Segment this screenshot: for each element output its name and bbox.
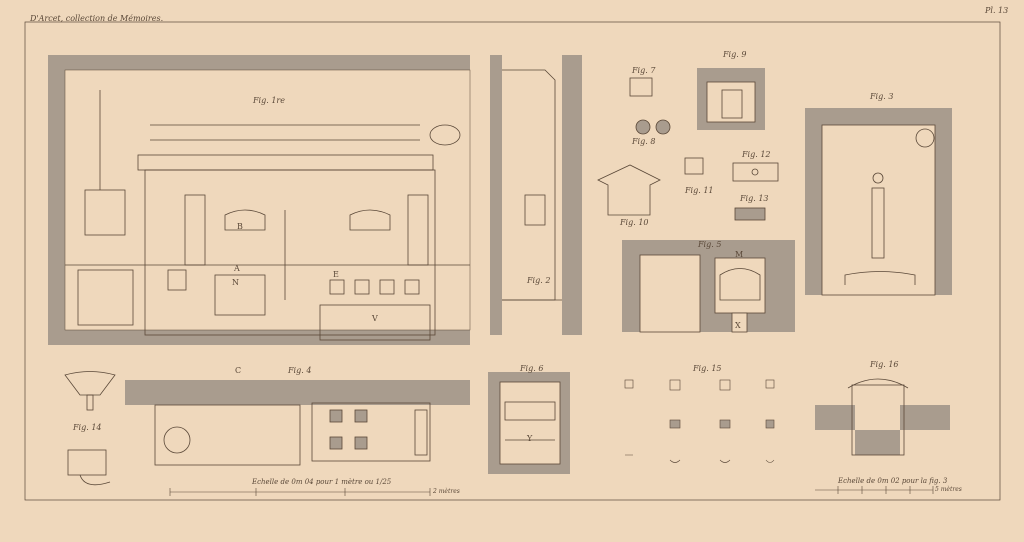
scale-right-end: 5 mètres	[935, 486, 962, 493]
fig-14	[64, 371, 116, 486]
fig-9-label: Fig. 9	[723, 50, 747, 59]
fig-16-label: Fig. 16	[870, 360, 899, 369]
label-N: N	[232, 278, 239, 287]
fig-8	[655, 119, 671, 135]
fig-9	[697, 68, 765, 130]
fig-2-section	[490, 55, 582, 335]
fig-12	[732, 162, 779, 182]
scale-right-caption: Echelle de 0m 02 pour la fig. 3	[838, 477, 948, 485]
plate-frame	[24, 21, 1001, 501]
label-E: E	[333, 270, 339, 279]
fig-15-label: Fig. 15	[693, 364, 722, 373]
fig-6-label: Fig. 6	[520, 364, 544, 373]
scale-bar-left	[169, 488, 431, 496]
fig-1-label: Fig. 1re	[253, 96, 285, 105]
fig-10	[597, 164, 661, 216]
fig-3-label: Fig. 3	[870, 92, 894, 101]
fig-13	[734, 207, 766, 221]
fig-6	[488, 372, 570, 474]
fig-4-plan	[125, 380, 470, 466]
fig-10-label: Fig. 10	[620, 218, 649, 227]
label-B: B	[237, 222, 243, 231]
fig-7	[629, 77, 653, 97]
fig-3-plan	[805, 108, 952, 296]
label-V: V	[372, 314, 378, 323]
fig-11-label: Fig. 11	[685, 186, 714, 195]
fig-4-label: Fig. 4	[288, 366, 312, 375]
fig-5-label: Fig. 5	[698, 240, 722, 249]
scale-left-end: 2 mètres	[433, 488, 460, 495]
plate-number: Pl. 13	[985, 6, 1009, 15]
fig-14-label: Fig. 14	[73, 423, 102, 432]
fig-13-label: Fig. 13	[740, 194, 769, 203]
header-left: D'Arcet, collection de Mémoires.	[30, 14, 164, 23]
label-M: M	[735, 250, 744, 259]
fig-15	[624, 379, 775, 463]
label-A: A	[234, 264, 240, 273]
label-Y: Y	[527, 434, 533, 443]
fig-8-label: Fig. 8	[632, 137, 656, 146]
label-X: X	[735, 321, 741, 330]
fig-16	[815, 378, 950, 456]
scale-bar-right	[815, 486, 934, 494]
label-C: C	[235, 366, 242, 375]
fig-1-elevation	[48, 55, 471, 345]
fig-5	[622, 240, 795, 333]
fig-11	[684, 157, 704, 175]
scale-left-caption: Echelle de 0m 04 pour 1 mètre ou 1/25	[252, 478, 392, 486]
fig-2-label: Fig. 2	[527, 276, 551, 285]
fig-12-label: Fig. 12	[742, 150, 771, 159]
fig-7-label: Fig. 7	[632, 66, 656, 75]
